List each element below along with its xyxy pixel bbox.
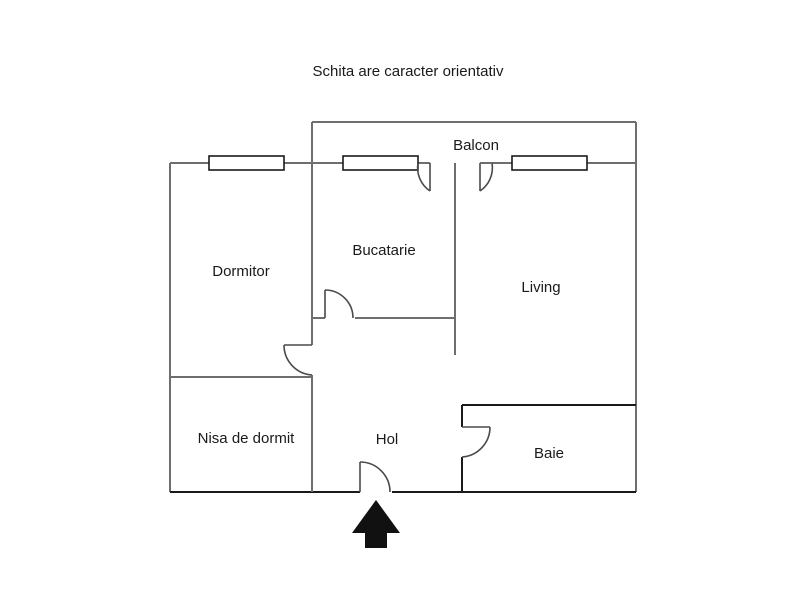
room-label-nisa-de-dormit: Nisa de dormit xyxy=(198,430,296,447)
door-balcon-right-arc xyxy=(479,162,494,192)
door-baie-arc xyxy=(461,426,491,458)
page-title: Schita are caracter orientativ xyxy=(313,63,504,80)
window-living xyxy=(511,155,588,171)
door-dormitor-arc xyxy=(283,344,313,376)
room-label-baie: Baie xyxy=(534,445,564,462)
room-label-living: Living xyxy=(521,279,560,296)
room-labels-group: Dormitor Bucatarie Balcon Living Nisa de… xyxy=(198,137,564,462)
room-label-bucatarie: Bucatarie xyxy=(352,242,415,259)
window-bucatarie xyxy=(342,155,419,171)
room-label-hol: Hol xyxy=(376,431,399,448)
room-label-balcon: Balcon xyxy=(453,137,499,154)
entry-arrow xyxy=(352,500,400,548)
walls-group xyxy=(169,121,637,493)
windows-group xyxy=(208,155,588,171)
doors-group xyxy=(283,162,494,493)
entry-arrow-shape xyxy=(352,500,400,548)
door-bucatarie-arc xyxy=(324,289,354,319)
window-dormitor xyxy=(208,155,285,171)
room-label-dormitor: Dormitor xyxy=(212,263,270,280)
door-balcon-left-arc xyxy=(416,162,431,192)
door-intrare-arc xyxy=(359,461,391,493)
